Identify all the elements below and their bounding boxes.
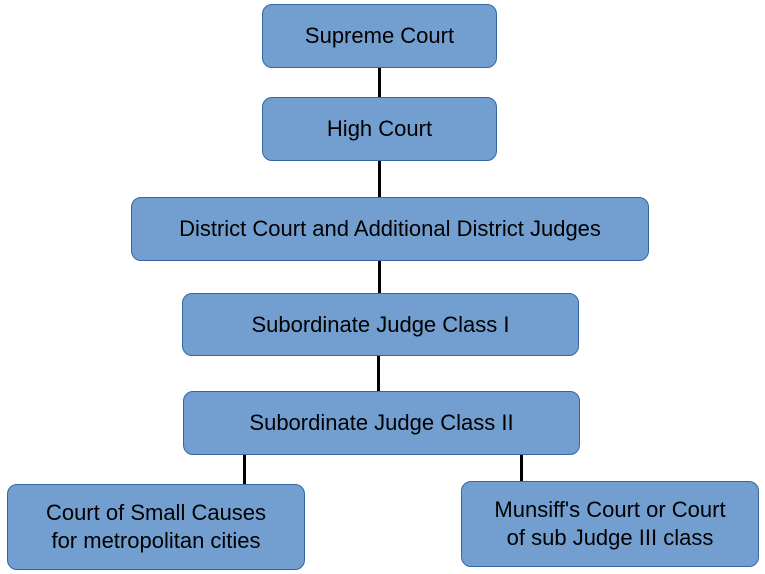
node-label-line1: Munsiff's Court or Court [494, 497, 726, 522]
node-court-of-small-causes: Court of Small Causes for metropolitan c… [7, 484, 305, 570]
node-subordinate-judge-class-1: Subordinate Judge Class I [182, 293, 579, 356]
node-district-court: District Court and Additional District J… [131, 197, 649, 261]
node-subordinate-judge-class-2: Subordinate Judge Class II [183, 391, 580, 455]
node-label: High Court [326, 116, 433, 141]
connector-subjudge2-small-causes [243, 454, 246, 484]
connector-high-district [378, 160, 381, 197]
connector-district-subjudge1 [378, 260, 381, 293]
node-munsiff-court: Munsiff's Court or Court of sub Judge II… [461, 481, 759, 567]
node-label: Supreme Court [304, 23, 455, 48]
node-label: Subordinate Judge Class II [249, 410, 514, 435]
node-label: Subordinate Judge Class I [251, 311, 510, 337]
connector-subjudge2-munsiff [520, 454, 523, 481]
node-supreme-court: Supreme Court [262, 4, 497, 68]
connector-supreme-high [378, 67, 381, 97]
node-label-line2: of sub Judge III class [506, 525, 714, 550]
node-high-court: High Court [262, 97, 497, 161]
connector-subjudge1-subjudge2 [377, 355, 380, 391]
node-label: District Court and Additional District J… [179, 216, 601, 241]
node-label-line1: Court of Small Causes [45, 500, 267, 525]
node-label-line2: for metropolitan cities [51, 528, 261, 553]
